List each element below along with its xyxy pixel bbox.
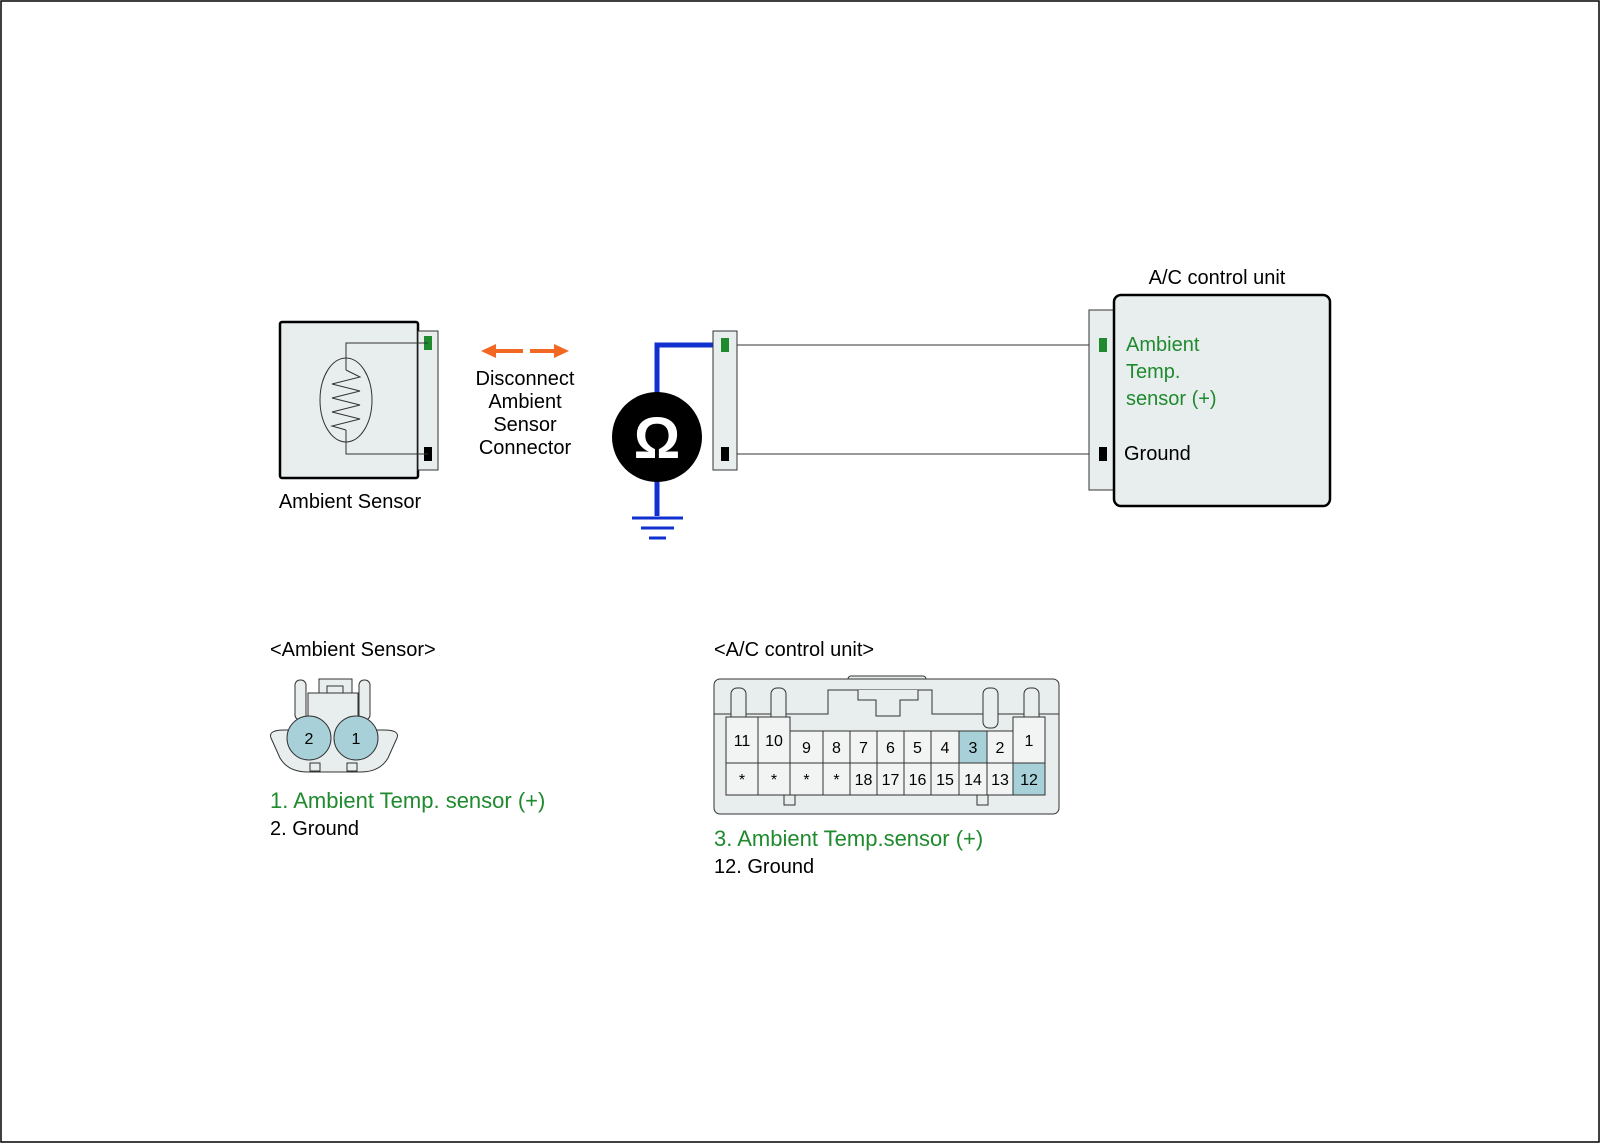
control-connector-title: <A/C control unit> <box>714 639 874 661</box>
pin-label-3: 3 <box>969 740 978 757</box>
svg-text:Temp.: Temp. <box>1126 361 1180 383</box>
harness-pin-ground <box>721 447 729 461</box>
control-connector-top-row: 11 10 9 8 7 6 5 4 3 2 1 <box>725 716 1046 764</box>
control-legend-12: 12. Ground <box>714 856 814 878</box>
control-unit-body <box>1112 293 1332 508</box>
svg-text:Ambient: Ambient <box>1126 334 1200 356</box>
pin-label-blank: * <box>833 772 839 789</box>
pin-label-18: 18 <box>855 772 873 789</box>
svg-text:1: 1 <box>352 731 361 748</box>
pin-cell-14 <box>958 762 988 796</box>
pin-label-7: 7 <box>859 740 868 757</box>
ambient-sensor-label: Ambient Sensor <box>279 491 422 513</box>
harness-connector <box>712 330 738 471</box>
pin-label-blank: * <box>771 772 777 789</box>
ground-symbol-icon <box>632 516 683 540</box>
ambient-pin-2 <box>286 715 332 761</box>
svg-text:2: 2 <box>305 731 314 748</box>
pin-label-12: 12 <box>1020 772 1038 789</box>
pin-label-14: 14 <box>964 772 982 789</box>
pin-label-blank: * <box>739 772 745 789</box>
pin-label-11: 11 <box>734 733 751 750</box>
pin-label-13: 13 <box>991 772 1009 789</box>
svg-text:Disconnect: Disconnect <box>476 368 575 390</box>
ambient-connector-title: <Ambient Sensor> <box>270 639 436 661</box>
pin-label-blank: * <box>803 772 809 789</box>
svg-text:Connector: Connector <box>479 437 572 459</box>
ambient-connector-legend: 1. Ambient Temp. sensor (+) 2. Ground <box>270 788 545 840</box>
ambient-sensor: Ambient Sensor <box>278 320 439 513</box>
pin-label-17: 17 <box>882 772 900 789</box>
control-legend-3: 3. Ambient Temp.sensor (+) <box>714 826 983 851</box>
ac-control-unit: A/C control unit Ambient Temp. sensor (+… <box>1088 267 1332 508</box>
pin-label-9: 9 <box>802 740 811 757</box>
svg-text:Ambient: Ambient <box>488 391 562 413</box>
pin-cell-10 <box>757 716 791 764</box>
ambient-legend-2: 2. Ground <box>270 818 359 840</box>
pin-cell-blank <box>757 762 791 796</box>
control-unit-pin-ground <box>1099 447 1107 461</box>
control-connector-legend: 3. Ambient Temp.sensor (+) 12. Ground <box>714 826 983 878</box>
pin-label-1: 1 <box>1025 733 1034 750</box>
ambient-legend-1: 1. Ambient Temp. sensor (+) <box>270 788 545 813</box>
pin-cell-3 <box>958 730 988 764</box>
thermistor-icon <box>319 342 428 455</box>
control-connector-face: <A/C control unit> 11 10 9 8 7 6 5 4 3 2 1 * * * * 18 1… <box>713 639 1060 815</box>
pin-cell-12 <box>1012 762 1046 796</box>
ambient-pin-1 <box>333 715 379 761</box>
ohmmeter-icon: Ω <box>612 392 702 482</box>
control-unit-signal-label: Ambient Temp. sensor (+) <box>1126 334 1217 410</box>
pin-label-16: 16 <box>909 772 927 789</box>
pin-label-5: 5 <box>913 740 922 757</box>
harness-pin-signal <box>721 338 729 352</box>
pin-label-10: 10 <box>765 733 783 750</box>
control-connector-bottom-row: * * * * 18 17 16 15 14 13 12 <box>725 762 1046 796</box>
disconnect-arrows-icon <box>481 344 569 358</box>
pin-cell-11 <box>725 716 759 764</box>
pin-cell-9 <box>789 730 824 764</box>
pin-cell-blank <box>789 762 824 796</box>
pin-label-8: 8 <box>832 740 841 757</box>
ambient-sensor-body <box>278 320 420 480</box>
pin-label-2: 2 <box>996 740 1005 757</box>
svg-text:Sensor: Sensor <box>493 414 557 436</box>
disconnect-label: Disconnect Ambient Sensor Connector <box>476 368 575 459</box>
pin-label-15: 15 <box>936 772 954 789</box>
control-unit-ground-label: Ground <box>1124 443 1191 465</box>
pin-cell-5 <box>903 730 932 764</box>
svg-text:sensor (+): sensor (+) <box>1126 388 1217 410</box>
pin-cell-18 <box>849 762 878 796</box>
pin-cell-16 <box>903 762 932 796</box>
control-unit-pin-signal <box>1099 338 1107 352</box>
pin-label-4: 4 <box>941 740 950 757</box>
control-unit-title: A/C control unit <box>1149 267 1286 289</box>
pin-cell-17 <box>876 762 905 796</box>
ohmmeter-probe-wire <box>654 342 726 516</box>
pin-label-6: 6 <box>886 740 895 757</box>
ambient-sensor-connector <box>417 330 439 471</box>
ohm-symbol: Ω <box>634 406 681 471</box>
ambient-connector-face: <Ambient Sensor> 2 1 <box>270 639 436 773</box>
